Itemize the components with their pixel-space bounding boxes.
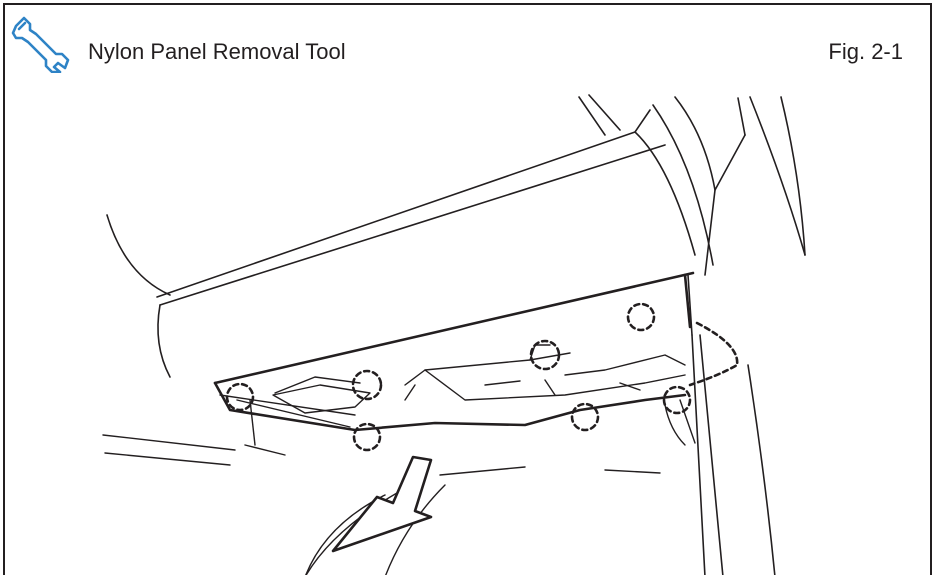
figure-number: Fig. 2-1 — [828, 39, 903, 64]
page-title: Nylon Panel Removal Tool — [88, 39, 346, 64]
wrench-icon — [11, 16, 70, 73]
panel-removal-diagram — [102, 94, 806, 575]
removal-arrow — [331, 455, 433, 553]
figure-frame: Nylon Panel Removal Tool Fig. 2-1 — [3, 3, 932, 575]
clip-markers — [225, 302, 739, 452]
panel-details — [219, 344, 696, 446]
lower-panel — [213, 271, 695, 432]
dashboard-body — [106, 94, 806, 378]
side-pillar — [687, 274, 776, 575]
